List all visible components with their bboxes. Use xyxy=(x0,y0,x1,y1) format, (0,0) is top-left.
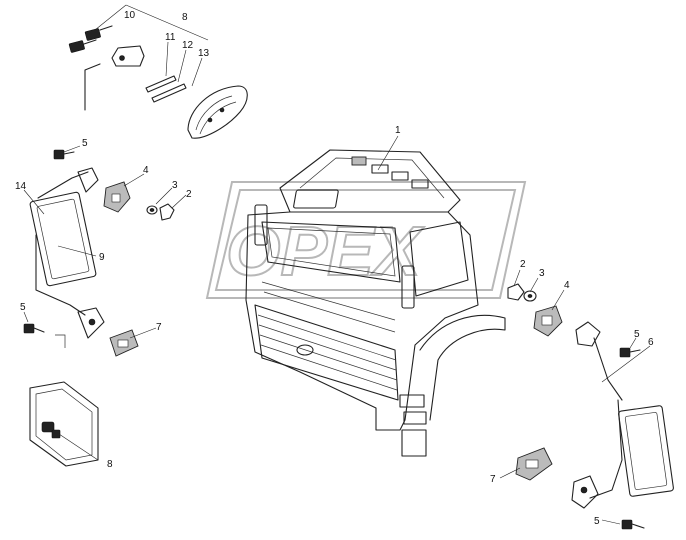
mirror-top-bracket-right xyxy=(575,321,601,347)
mirror-top-bracket xyxy=(77,167,99,193)
callout-3-right: 3 xyxy=(539,268,545,279)
left-mirror-assembly xyxy=(23,149,175,357)
callout-6: 6 xyxy=(648,337,654,348)
callout-5-right-upper: 5 xyxy=(634,329,640,340)
callout-4-left: 4 xyxy=(143,165,149,176)
mirror-glass-part-9 xyxy=(29,191,97,287)
callout-5-top-left: 5 xyxy=(82,138,88,149)
watermark-text: OPEX xyxy=(226,212,425,290)
callout-3-left: 3 xyxy=(172,180,178,191)
right-mirror-assembly xyxy=(507,283,674,530)
washer-part-3a xyxy=(146,205,158,215)
washer-part-3b xyxy=(523,290,537,302)
strip-part-12 xyxy=(151,83,187,103)
callout-9: 9 xyxy=(99,252,105,263)
mirror-lower-bracket xyxy=(77,307,105,339)
nut-part-2b xyxy=(507,283,525,301)
callout-14: 14 xyxy=(15,181,27,192)
lower-left-mirror xyxy=(29,381,99,467)
callout-8-top: 8 xyxy=(182,12,188,23)
marker-lamp xyxy=(187,85,248,139)
top-parts-group xyxy=(68,4,248,139)
bolt-part-10a xyxy=(84,25,113,41)
callout-1: 1 xyxy=(395,125,401,136)
callout-4-right: 4 xyxy=(564,280,570,291)
callout-12: 12 xyxy=(182,40,194,51)
callout-10: 10 xyxy=(124,10,136,21)
callout-7-left: 7 xyxy=(156,322,162,333)
bolt-part-10b xyxy=(68,39,97,53)
strip-part-11 xyxy=(145,75,177,93)
callout-7-right: 7 xyxy=(490,474,496,485)
callout-13: 13 xyxy=(198,48,210,59)
callout-labels: 1 2 2 3 3 4 4 5 5 5 5 6 7 7 8 8 9 10 11 … xyxy=(15,10,654,527)
callout-2-right: 2 xyxy=(520,259,526,270)
bolt-part-5c xyxy=(619,347,631,358)
callout-2-left: 2 xyxy=(186,189,192,200)
mirror-glass-right xyxy=(618,405,674,497)
bracket-part xyxy=(111,45,145,67)
bolt-part-5b xyxy=(23,323,35,334)
bolt-part-5a xyxy=(53,149,65,160)
callout-5-right-lower: 5 xyxy=(594,516,600,527)
leader-lines xyxy=(23,135,651,525)
callout-5-mid-left: 5 xyxy=(20,302,26,313)
truck-cab xyxy=(245,149,506,457)
callout-8-bottom: 8 xyxy=(107,459,113,470)
bolt-part-5d xyxy=(621,519,633,530)
nut-part-2a xyxy=(159,203,175,221)
callout-11: 11 xyxy=(165,32,176,43)
allen-key xyxy=(84,63,101,111)
mirror-lower-bracket-right xyxy=(571,475,599,509)
